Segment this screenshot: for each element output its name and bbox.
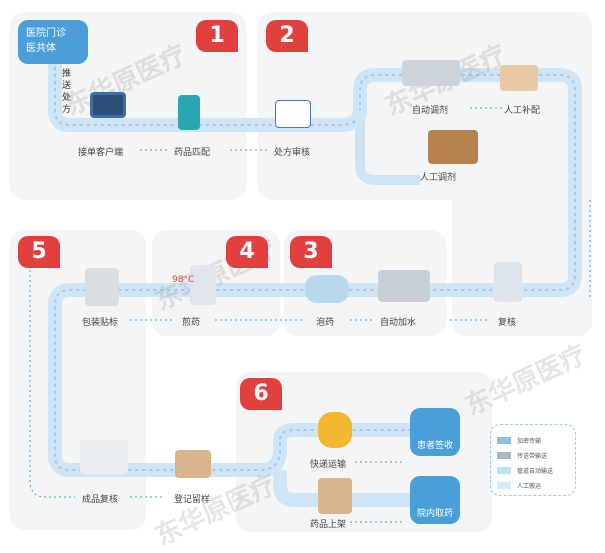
step-badge-5: 5 <box>18 236 60 268</box>
node-manual-dispense: 人工调剂 <box>420 173 457 183</box>
sample-box-icon <box>175 450 211 478</box>
step-badge-1: 1 <box>196 20 238 52</box>
legend-label: 加密传输 <box>517 438 542 445</box>
packaging-machine-icon <box>85 268 119 306</box>
step-badge-4: 4 <box>226 236 268 268</box>
legend: 加密传输 传送带输送 管道自动输送 人工搬运 <box>490 424 576 496</box>
node-manual-supplement: 人工补配 <box>504 106 541 116</box>
node-review: 处方审核 <box>274 148 311 158</box>
node-package: 包装贴标 <box>82 318 119 328</box>
final-check-desk-icon <box>80 440 128 474</box>
step-badge-6: 6 <box>240 378 282 410</box>
legend-item: 人工搬运 <box>497 478 569 493</box>
node-final-check: 成品复核 <box>82 495 119 505</box>
decoct-machine-icon <box>190 265 216 305</box>
prescription-doc-icon <box>275 100 311 128</box>
source-hospital-box: 医院门诊医共体 <box>18 20 88 64</box>
node-soak: 泡药 <box>316 318 335 328</box>
panel-step-5 <box>10 230 146 530</box>
legend-item: 传送带输送 <box>497 448 569 463</box>
node-shelf: 药品上架 <box>310 520 347 530</box>
node-decoct: 煎药 <box>182 318 201 328</box>
legend-item: 加密传输 <box>497 433 569 448</box>
node-match: 药品匹配 <box>174 148 211 158</box>
node-auto-water: 自动加水 <box>380 318 417 328</box>
source-line1: 医院门诊 <box>26 28 66 39</box>
push-prescription-label: 推送处方 <box>62 69 72 115</box>
patient-sign-box: 患者签收 <box>410 408 460 456</box>
delivery-scooter-icon <box>318 412 352 448</box>
temperature-label: 98°C <box>172 275 195 285</box>
auto-dispenser-icon <box>402 60 460 86</box>
legend-label: 人工搬运 <box>517 483 542 490</box>
hospital-pickup-box: 院内取药 <box>410 476 460 524</box>
node-recheck: 复核 <box>498 318 517 328</box>
soak-tank-icon <box>305 275 349 303</box>
node-register: 登记留样 <box>174 495 211 505</box>
legend-label: 传送带输送 <box>517 453 548 460</box>
shelf-icon <box>318 478 352 514</box>
water-machine-icon <box>378 270 430 302</box>
legend-item: 管道自动输送 <box>497 463 569 478</box>
computer-icon <box>90 92 126 118</box>
step-badge-3: 3 <box>290 236 332 268</box>
node-auto-dispense: 自动调剂 <box>412 106 449 116</box>
node-express: 快递运输 <box>310 460 347 470</box>
recheck-station-icon <box>494 262 522 302</box>
medicine-cabinet-icon <box>428 130 478 164</box>
ab-match-icon <box>178 95 200 130</box>
step-badge-2: 2 <box>266 20 308 52</box>
manual-supplement-icon <box>500 65 538 91</box>
source-line2: 医共体 <box>26 43 56 54</box>
node-client: 接单客户端 <box>78 148 124 158</box>
legend-label: 管道自动输送 <box>517 468 554 475</box>
